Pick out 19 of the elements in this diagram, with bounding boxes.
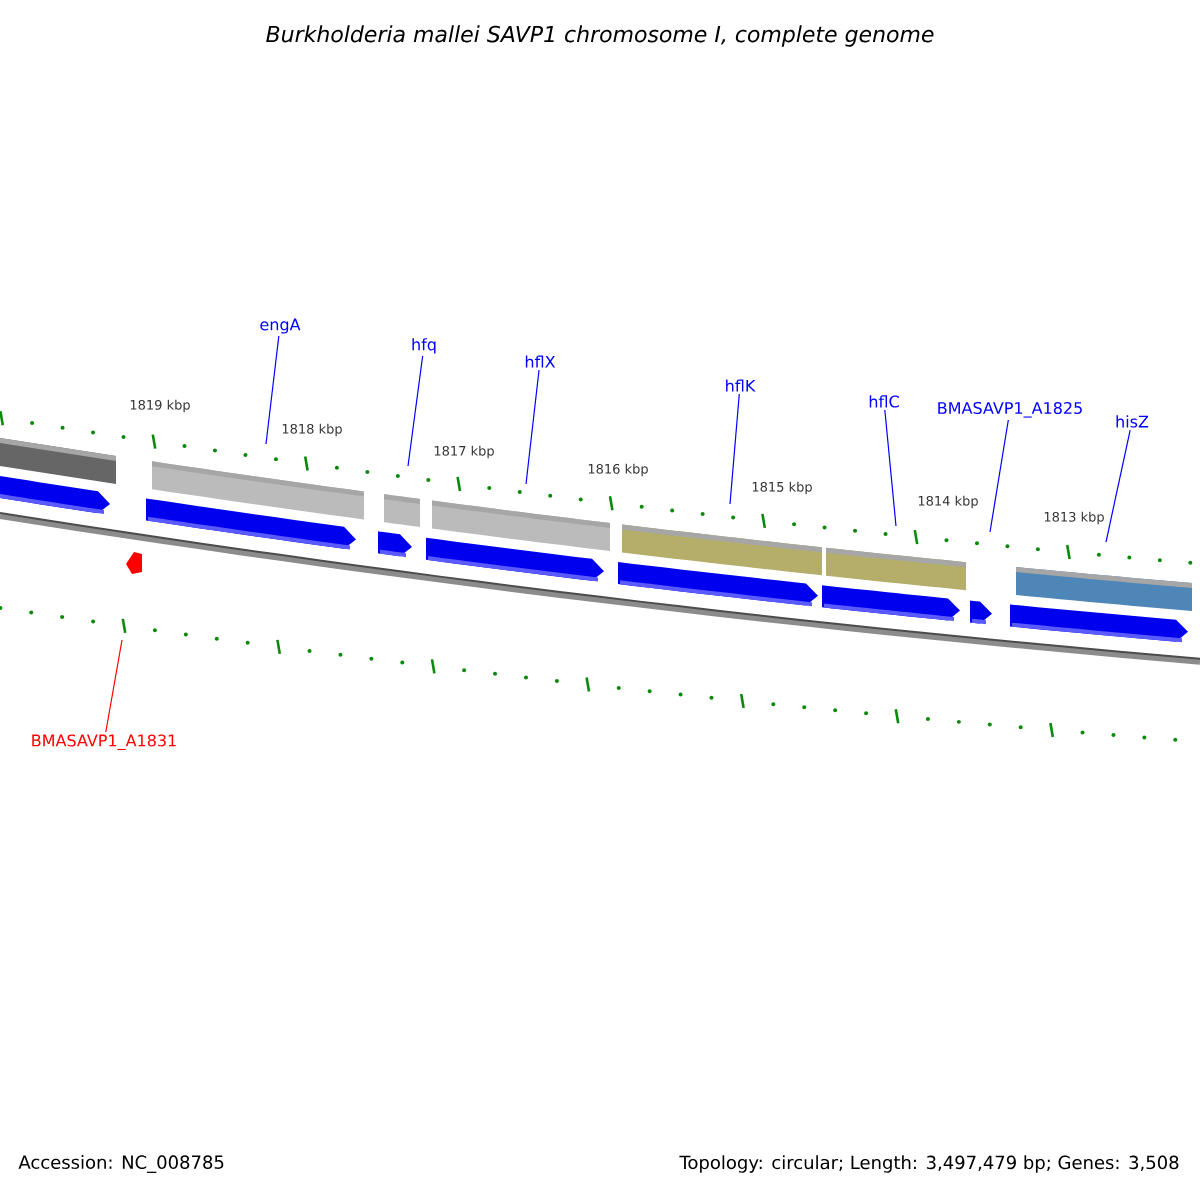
leader-line (729, 393, 740, 505)
gene-label: BMASAVP1_A1831 (32, 734, 176, 751)
gene-label: hflX (525, 355, 556, 368)
leader-line (884, 409, 897, 527)
footer-text: Accession: NC_008785 (18, 1155, 224, 1173)
footer-text: Topology: circular; Length: 3,497,479 bp; Genes: 3,508 (679, 1155, 1179, 1173)
leader-line (105, 639, 123, 733)
gene-label: hflC (869, 395, 899, 408)
gene-label: hflK (726, 379, 756, 392)
leader-line (407, 355, 424, 467)
gene-label: hfq (412, 338, 436, 354)
leader-line (989, 419, 1009, 533)
title: Burkholderia mallei SAVP1 chromosome I, complete genome (266, 25, 934, 47)
gene-label: hisZ (1116, 415, 1149, 428)
gene-label: engA (260, 318, 301, 334)
gene-label: BMASAVP1_A1825 (938, 401, 1082, 418)
leader-line (265, 335, 280, 445)
leader-line (1105, 429, 1131, 543)
leader-line (525, 369, 540, 485)
